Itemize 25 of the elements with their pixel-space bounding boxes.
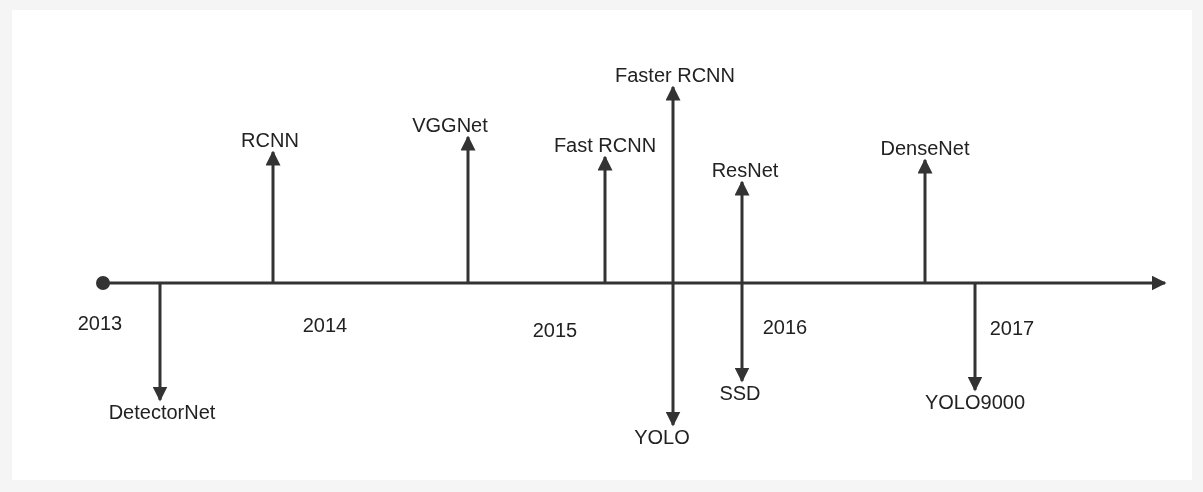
year-label: 2013 bbox=[77, 311, 123, 335]
model-name: DetectorNet bbox=[108, 400, 216, 424]
year-label: 2015 bbox=[532, 318, 578, 342]
arrow bbox=[597, 155, 613, 283]
arrow bbox=[152, 283, 168, 402]
arrow bbox=[734, 180, 750, 283]
arrow bbox=[460, 135, 476, 283]
year-label: 2016 bbox=[762, 315, 808, 339]
model-name: YOLO bbox=[634, 425, 690, 449]
model-name: YOLO9000 bbox=[924, 390, 1026, 414]
model-name: RCNN bbox=[241, 128, 299, 152]
arrow bbox=[734, 283, 750, 383]
arrow bbox=[665, 85, 681, 283]
year-label: 2017 bbox=[989, 316, 1035, 340]
model-name: SSD bbox=[719, 381, 761, 405]
model-name: Fast RCNN bbox=[553, 133, 657, 157]
arrow bbox=[665, 283, 681, 427]
arrow bbox=[917, 158, 933, 283]
year-label: 2014 bbox=[302, 313, 348, 337]
arrow bbox=[967, 283, 983, 392]
model-name: Faster RCNN bbox=[615, 63, 735, 87]
model-name: ResNet bbox=[711, 158, 779, 182]
arrow bbox=[265, 150, 281, 283]
model-name: DenseNet bbox=[880, 136, 970, 160]
model-name: VGGNet bbox=[412, 113, 488, 137]
